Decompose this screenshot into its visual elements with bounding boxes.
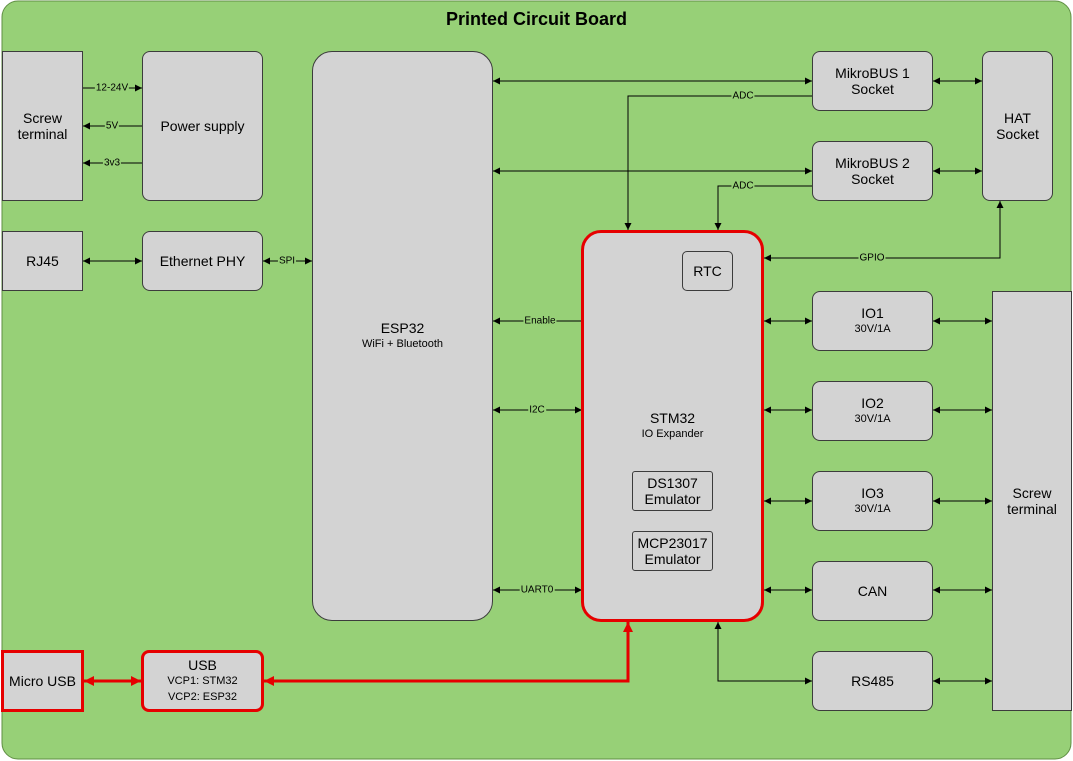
mikrobus1-line1: MikroBUS 1: [835, 65, 910, 81]
esp32-block: ESP32 WiFi + Bluetooth: [312, 51, 493, 621]
esp32-label: ESP32: [380, 320, 425, 336]
label-adc-mikrobus2: ADC: [731, 180, 755, 192]
label-uart0: UART0: [519, 584, 555, 596]
screw-terminal-right: Screw terminal: [992, 291, 1072, 711]
power-supply-label: Power supply: [160, 118, 245, 134]
stm32-label: STM32: [649, 410, 696, 426]
esp32-sublabel: WiFi + Bluetooth: [361, 338, 443, 350]
label-12-24v: 12-24V: [94, 82, 130, 94]
rs485-label: RS485: [851, 673, 894, 689]
wire-usb-stm32: [264, 622, 633, 686]
ethernet-phy-label: Ethernet PHY: [159, 253, 246, 269]
io3-rating: 30V/1A: [854, 503, 891, 515]
mikrobus2-socket: MikroBUS 2 Socket: [812, 141, 933, 201]
io2-label: IO2: [861, 395, 884, 411]
stm32-sublabel: IO Expander: [641, 428, 704, 440]
mikrobus1-line2: Socket: [851, 81, 894, 97]
ds1307-line2: Emulator: [644, 491, 701, 507]
screw-terminal-right-line2: terminal: [1007, 501, 1057, 517]
label-5v: 5V: [104, 120, 120, 132]
io1-label: IO1: [861, 305, 884, 321]
usb-vcp1: VCP1: STM32: [167, 675, 238, 687]
ethernet-phy-block: Ethernet PHY: [142, 231, 263, 291]
rtc-label: RTC: [693, 263, 722, 279]
rtc-block: RTC: [682, 251, 733, 291]
can-label: CAN: [857, 583, 888, 599]
wire-adc2: [714, 185, 812, 230]
hat-line2: Socket: [996, 126, 1039, 142]
mcp23017-line2: Emulator: [644, 551, 701, 567]
label-spi: SPI: [277, 255, 297, 267]
label-i2c: I2C: [528, 404, 546, 416]
usb-block: USB VCP1: STM32 VCP2: ESP32: [141, 650, 264, 712]
wire-gpio: [764, 201, 1004, 262]
io2-block: IO2 30V/1A: [812, 381, 933, 441]
can-block: CAN: [812, 561, 933, 621]
diagram-title: Printed Circuit Board: [445, 9, 628, 29]
label-gpio: GPIO: [858, 252, 886, 264]
label-3v3: 3v3: [102, 157, 122, 169]
hat-line1: HAT: [1004, 110, 1031, 126]
mcp23017-line1: MCP23017: [637, 535, 708, 551]
mikrobus2-line1: MikroBUS 2: [835, 155, 910, 171]
mcp23017-emulator: MCP23017 Emulator: [632, 531, 713, 571]
io3-block: IO3 30V/1A: [812, 471, 933, 531]
screw-terminal-left-line2: terminal: [17, 126, 68, 142]
micro-usb-block: Micro USB: [1, 650, 84, 712]
mikrobus2-line2: Socket: [851, 171, 894, 187]
mikrobus1-socket: MikroBUS 1 Socket: [812, 51, 933, 111]
screw-terminal-left: Screw terminal: [2, 51, 83, 201]
hat-socket: HAT Socket: [982, 51, 1053, 201]
rj45-block: RJ45: [2, 231, 83, 291]
io1-rating: 30V/1A: [854, 323, 891, 335]
micro-usb-label: Micro USB: [9, 673, 76, 689]
label-enable: Enable: [523, 315, 557, 327]
rj45-label: RJ45: [26, 253, 59, 269]
screw-terminal-right-line1: Screw: [1012, 485, 1052, 501]
power-supply-block: Power supply: [142, 51, 263, 201]
ds1307-line1: DS1307: [647, 475, 698, 491]
rs485-block: RS485: [812, 651, 933, 711]
io3-label: IO3: [861, 485, 884, 501]
wire-stm32-rs485: [714, 622, 812, 685]
usb-vcp2: VCP2: ESP32: [167, 691, 238, 703]
usb-label: USB: [188, 657, 217, 673]
ds1307-emulator: DS1307 Emulator: [632, 471, 713, 511]
screw-terminal-left-line1: Screw: [23, 110, 62, 126]
io1-block: IO1 30V/1A: [812, 291, 933, 351]
io2-rating: 30V/1A: [854, 413, 891, 425]
label-adc-mikrobus1: ADC: [731, 90, 755, 102]
